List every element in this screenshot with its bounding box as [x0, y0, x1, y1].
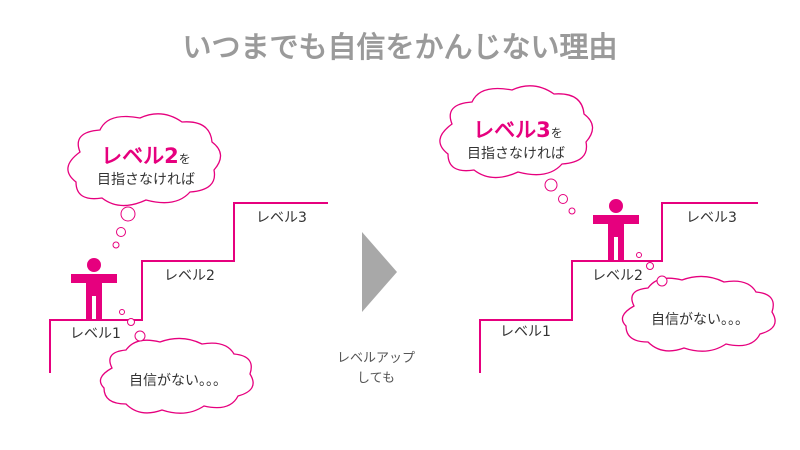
right-person-icon: [593, 199, 639, 260]
left-level-2-label: レベル2: [164, 268, 215, 284]
right-doubt-text: 自信がない。。。: [651, 312, 749, 328]
left-doubt-text: 自信がない。。。: [129, 373, 227, 389]
left-goal-line2: 目指さなければ: [97, 172, 195, 188]
right-level-2-label: レベル2: [592, 268, 643, 284]
level-up-arrow-icon: [362, 232, 397, 312]
right-level-3-label: レベル3: [686, 210, 737, 226]
left-staircase: [49, 202, 328, 373]
left-thought-trail: [112, 206, 136, 249]
right-goal-line2: 目指さなければ: [467, 146, 565, 162]
middle-caption-line1: レベルアップ: [337, 351, 415, 366]
right-doubt-trail: [636, 252, 668, 287]
right-goal-suffix: を: [551, 126, 563, 140]
left-level-3-label: レベル3: [256, 210, 307, 226]
svg-text:レベル3を: レベル3を: [473, 118, 563, 142]
right-scene: レベル1 レベル2 レベル3 レベル3を 目指さなければ 自信がない。: [439, 85, 776, 373]
page-title: いつまでも自信をかんじない理由: [182, 30, 617, 64]
left-person-icon: [71, 258, 117, 319]
left-goal-suffix: を: [179, 152, 191, 166]
right-staircase: [479, 202, 758, 373]
right-goal-level: レベル3: [473, 118, 551, 142]
left-goal-bubble: レベル2を 目指さなければ: [67, 113, 222, 207]
left-goal-level: レベル2: [101, 144, 179, 168]
right-level-1-label: レベル1: [500, 324, 551, 340]
right-thought-trail: [544, 178, 576, 215]
right-goal-bubble: レベル3を 目指さなければ: [439, 85, 594, 179]
left-doubt-bubble: 自信がない。。。: [99, 337, 254, 414]
right-doubt-bubble: 自信がない。。。: [621, 275, 776, 352]
middle-caption-line2: しても: [357, 371, 395, 386]
svg-text:レベル2を: レベル2を: [101, 144, 191, 168]
left-doubt-trail: [119, 309, 146, 342]
left-scene: レベル1 レベル2 レベル3 レベル2を 目指さなければ 自: [49, 113, 328, 414]
left-level-1-label: レベル1: [70, 326, 121, 342]
